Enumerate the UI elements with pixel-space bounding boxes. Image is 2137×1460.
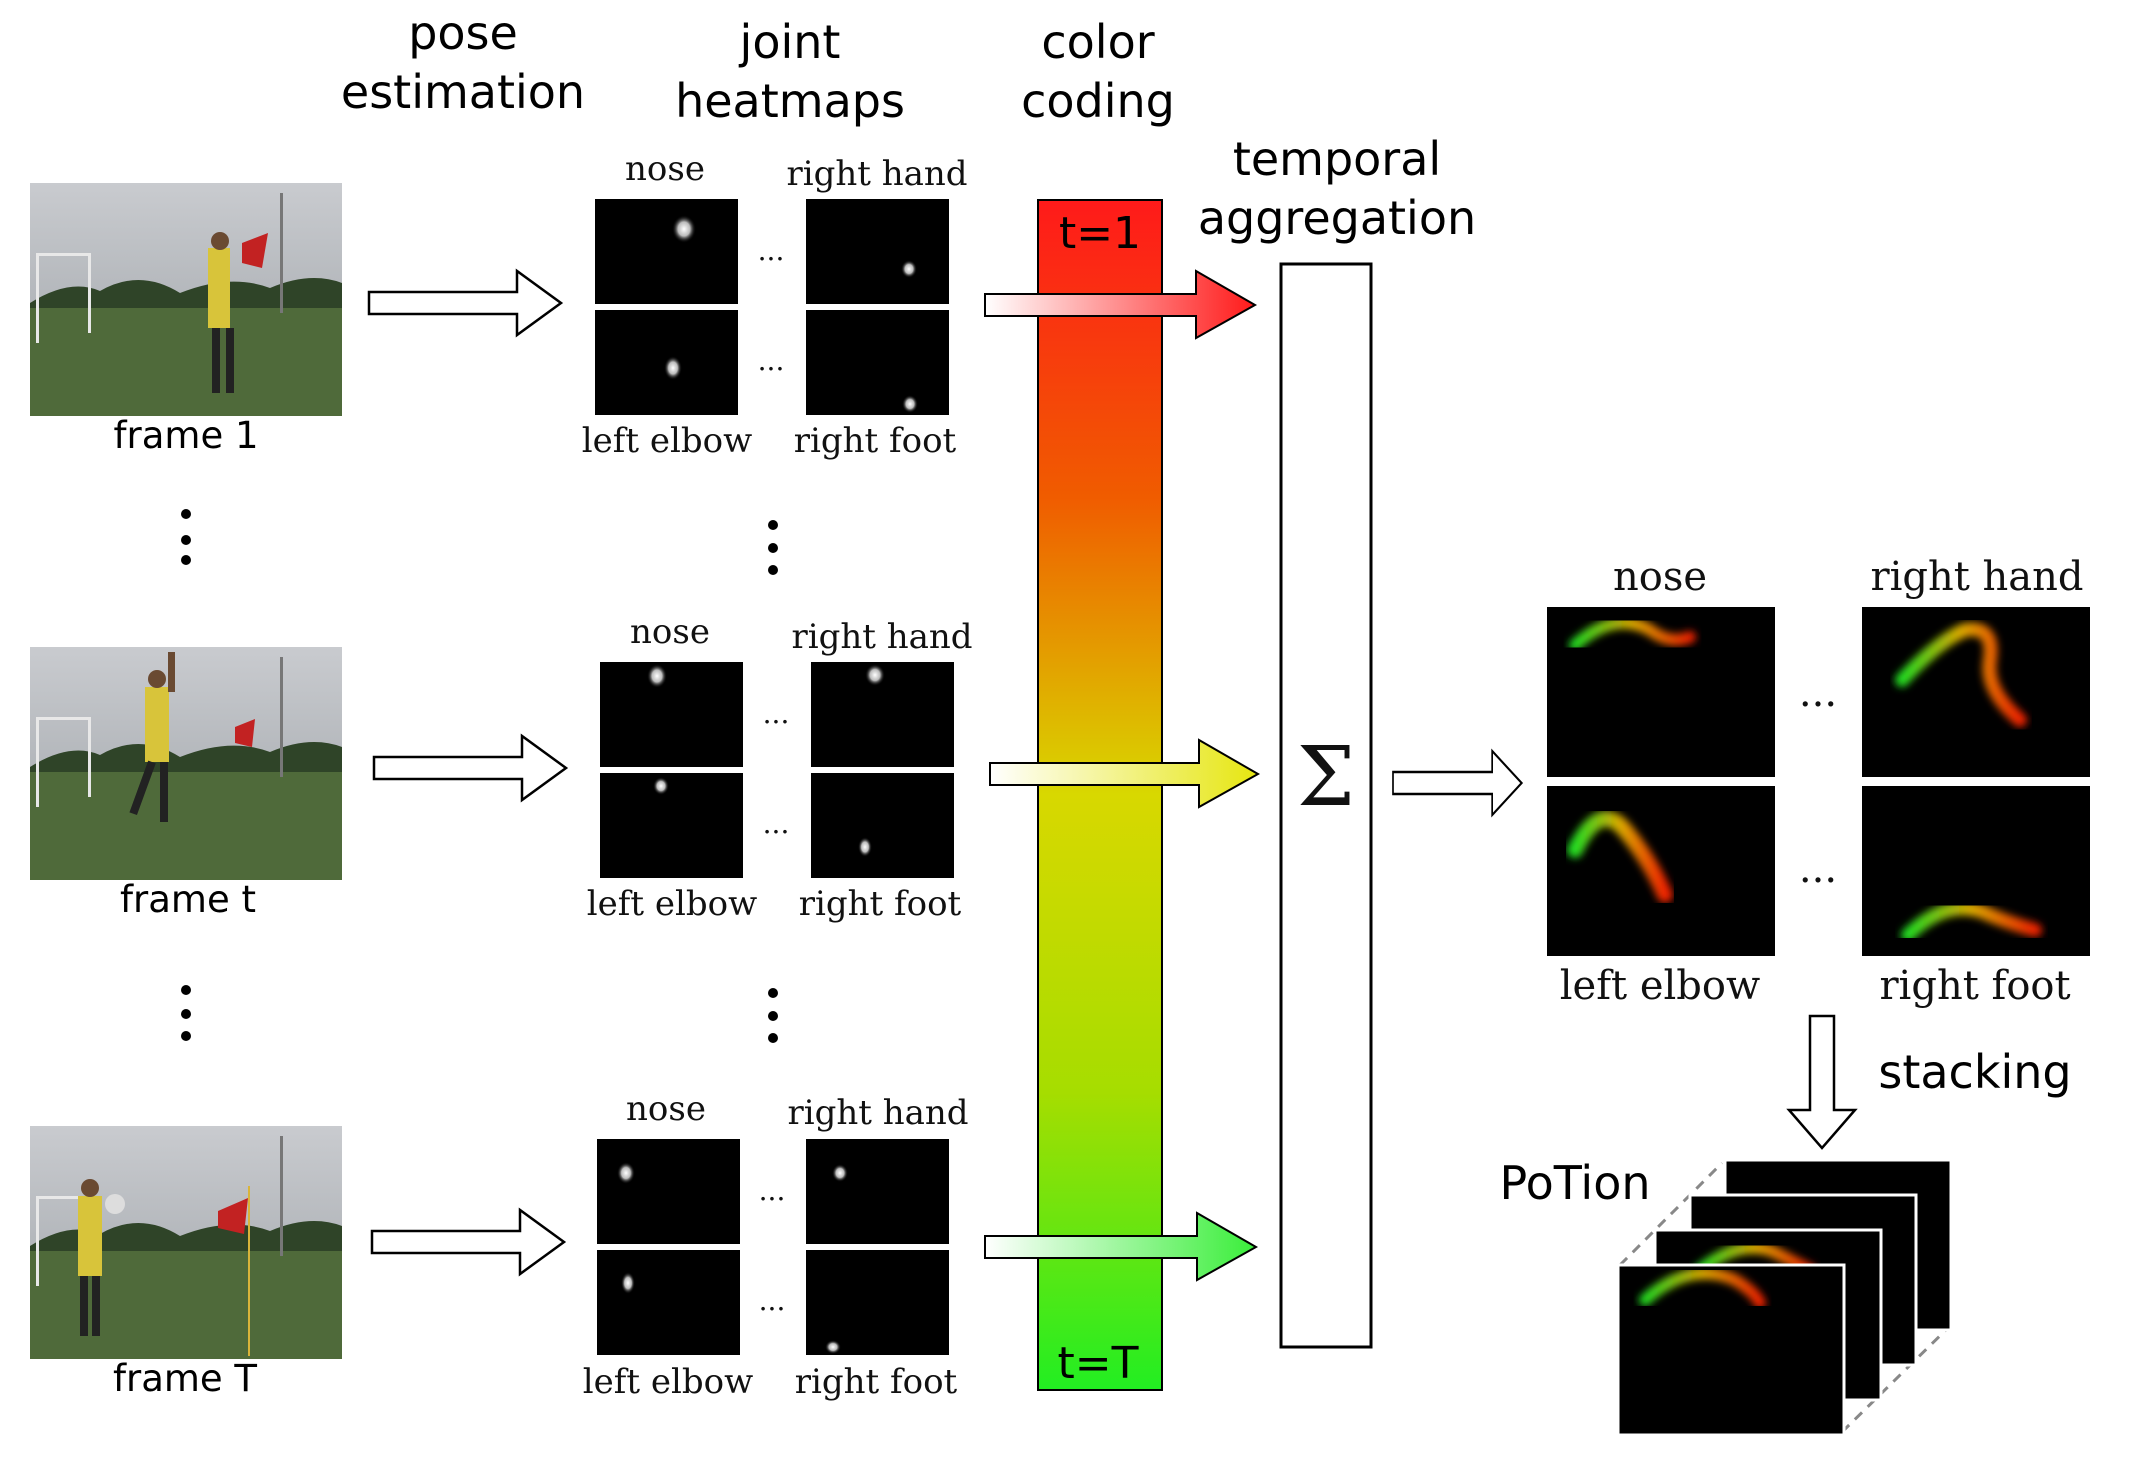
pose-arrow-t bbox=[372, 734, 568, 802]
header-pose-line2: estimation bbox=[341, 65, 585, 119]
frame-1-label: frame 1 bbox=[113, 414, 258, 457]
frame-1-image bbox=[30, 183, 342, 416]
potion-label: PoTion bbox=[1499, 1156, 1650, 1210]
heatmap-1-right-hand-label: right hand bbox=[786, 154, 967, 194]
heatmap-1-ellipsis-top: ... bbox=[758, 234, 785, 267]
stacking-label: stacking bbox=[1878, 1045, 2071, 1099]
potion-stack bbox=[1616, 1158, 1953, 1437]
output-left-elbow-label: left elbow bbox=[1560, 963, 1760, 1009]
heatmap-3-nose bbox=[597, 1139, 740, 1244]
header-joint-line1: joint bbox=[739, 15, 841, 69]
heatmap-3-right-hand bbox=[806, 1139, 949, 1244]
header-pose-line1: pose bbox=[408, 6, 518, 60]
frame-T-label: frame T bbox=[113, 1357, 257, 1400]
heatmap-2-right-foot bbox=[811, 773, 954, 878]
color-coding-bar bbox=[1037, 199, 1163, 1391]
frame-t-image bbox=[30, 647, 342, 880]
heatmap-2-right-hand-label: right hand bbox=[791, 617, 972, 657]
heatmaps-vertical-ellipsis-1 bbox=[768, 520, 778, 575]
heatmap-3-right-hand-label: right hand bbox=[787, 1093, 968, 1133]
pose-arrow-1 bbox=[367, 269, 563, 337]
heatmap-3-right-foot bbox=[806, 1250, 949, 1355]
heatmap-3-left-elbow bbox=[597, 1250, 740, 1355]
output-right-foot-label: right foot bbox=[1879, 963, 2070, 1009]
heatmap-1-left-elbow-label: left elbow bbox=[582, 421, 752, 461]
heatmap-group-1: nose right hand ... ... left elbow right… bbox=[582, 149, 968, 461]
header-temporal-line2: aggregation bbox=[1198, 191, 1476, 245]
heatmap-2-ellipsis-bottom: ... bbox=[763, 807, 790, 840]
heatmap-3-ellipsis-top: ... bbox=[759, 1174, 786, 1207]
aggregation-output-arrow bbox=[1391, 749, 1523, 817]
color-arrow-yellow bbox=[989, 738, 1261, 809]
output-right-hand-label: right hand bbox=[1870, 554, 2083, 600]
heatmap-1-right-foot-label: right foot bbox=[794, 421, 957, 461]
aggregation-sum-symbol: Σ bbox=[1297, 730, 1355, 825]
header-joint-line2: heatmaps bbox=[675, 74, 905, 128]
heatmap-1-ellipsis-bottom: ... bbox=[758, 344, 785, 377]
heatmap-3-nose-label: nose bbox=[626, 1089, 706, 1129]
heatmap-2-nose-label: nose bbox=[630, 612, 710, 652]
pose-arrow-T bbox=[370, 1208, 566, 1276]
heatmap-3-right-foot-label: right foot bbox=[795, 1362, 958, 1402]
aggregation-box bbox=[1279, 262, 1373, 1349]
frames-vertical-ellipsis-1 bbox=[181, 509, 191, 565]
output-nose-label: nose bbox=[1613, 554, 1707, 600]
heatmap-3-ellipsis-bottom: ... bbox=[759, 1284, 786, 1317]
stacking-arrow bbox=[1786, 1014, 1858, 1150]
heatmap-group-3: nose right hand ... ... left elbow right… bbox=[583, 1089, 969, 1402]
heatmap-2-left-elbow-label: left elbow bbox=[587, 884, 757, 924]
color-arrow-green bbox=[984, 1211, 1259, 1282]
heatmap-2-ellipsis-top: ... bbox=[763, 697, 790, 730]
heatmap-3-left-elbow-label: left elbow bbox=[583, 1362, 753, 1402]
colorbar-bottom-label: t=T bbox=[1058, 1338, 1139, 1389]
heatmap-1-right-foot bbox=[806, 310, 949, 415]
colorbar-top-label: t=1 bbox=[1059, 208, 1141, 259]
frame-t-label: frame t bbox=[120, 878, 256, 921]
header-temporal-line1: temporal bbox=[1233, 132, 1441, 186]
heatmap-1-nose bbox=[595, 199, 738, 304]
heatmap-2-left-elbow bbox=[600, 773, 743, 878]
heatmap-1-right-hand bbox=[806, 199, 949, 304]
output-right-foot-map bbox=[1862, 786, 2090, 956]
heatmaps-vertical-ellipsis-2 bbox=[768, 988, 778, 1043]
heatmap-2-nose bbox=[600, 662, 743, 767]
heatmap-group-2: nose right hand ... ... left elbow right… bbox=[587, 612, 973, 924]
header-color-line1: color bbox=[1041, 15, 1154, 69]
frame-T-image bbox=[30, 1126, 342, 1359]
color-arrow-red bbox=[984, 269, 1258, 340]
heatmap-1-nose-label: nose bbox=[625, 149, 705, 189]
output-ellipsis-bottom: ... bbox=[1799, 846, 1837, 892]
header-color-line2: coding bbox=[1021, 74, 1175, 128]
frames-vertical-ellipsis-2 bbox=[181, 985, 191, 1041]
output-ellipsis-top: ... bbox=[1799, 670, 1837, 716]
output-heatmaps: nose right hand ... ... left elbow right… bbox=[1547, 554, 2090, 1009]
heatmap-2-right-foot-label: right foot bbox=[799, 884, 962, 924]
